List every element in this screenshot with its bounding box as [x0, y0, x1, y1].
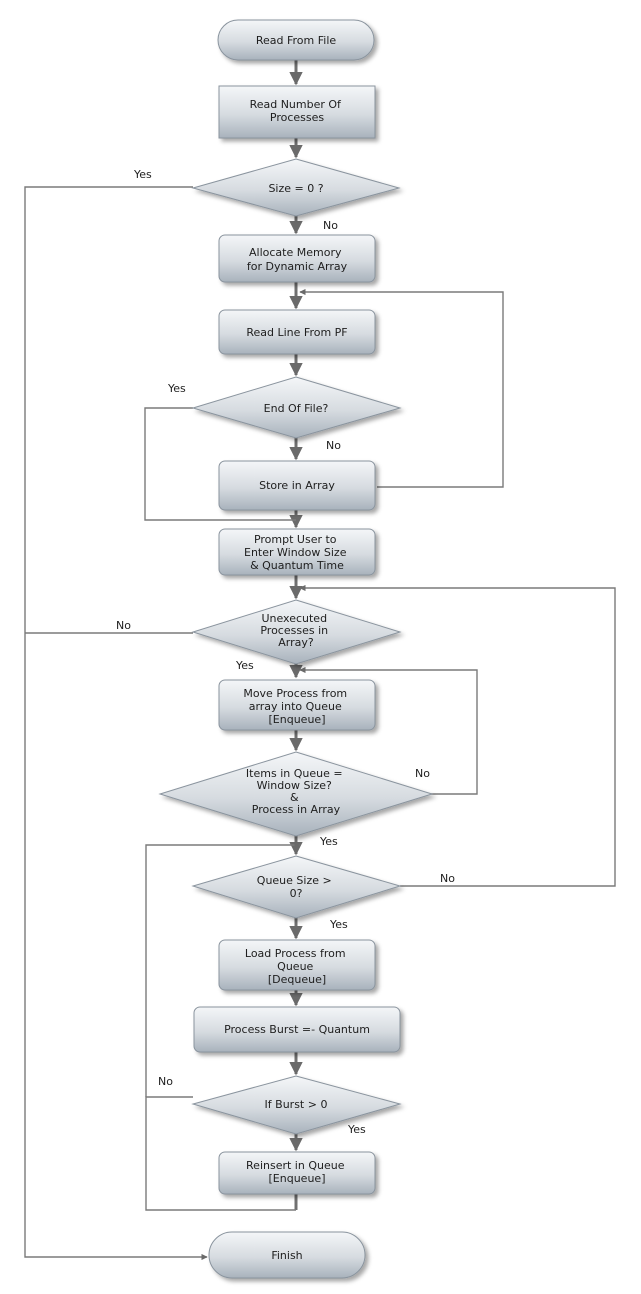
finish-terminal	[208, 1231, 366, 1279]
items-decision	[158, 751, 434, 837]
burst-no-label: No	[158, 1075, 173, 1088]
connectors	[24, 60, 616, 1261]
size-yes-label: Yes	[133, 168, 152, 181]
move-process	[218, 679, 376, 731]
size-decision	[191, 158, 401, 217]
burst-label: Process Burst =- Quantum	[224, 1023, 370, 1036]
prompt-process	[218, 528, 376, 576]
items-check-label: Items in Queue = Window Size? & Process …	[246, 767, 346, 816]
burst-process	[193, 1006, 401, 1053]
prompt-label: Prompt User to Enter Window Size & Quant…	[244, 533, 350, 572]
size-no-label: No	[323, 219, 338, 232]
store-label: Store in Array	[259, 479, 335, 492]
load-label: Load Process from Queue [Dequeue]	[245, 947, 349, 986]
read-line-process	[218, 309, 376, 355]
finish-label: Finish	[271, 1249, 302, 1262]
read-number-label: Read Number Of Processes	[250, 98, 345, 124]
edge-eof-yes	[144, 407, 296, 521]
allocate-process	[218, 234, 376, 283]
start-label: Read From File	[256, 34, 337, 47]
eof-decision	[191, 376, 402, 439]
unexec-yes-label: Yes	[235, 659, 254, 672]
store-process	[218, 460, 376, 511]
read-number-process	[218, 85, 376, 139]
move-label: Move Process from array into Queue [Enqu…	[243, 687, 350, 726]
queue-yes-label: Yes	[329, 918, 348, 931]
unexec-no-label: No	[116, 619, 131, 632]
size-check-label: Size = 0 ?	[268, 182, 323, 195]
burst-decision	[191, 1075, 402, 1135]
edge-store-loop	[299, 288, 504, 488]
edge-queue-no	[299, 584, 616, 887]
load-process	[218, 939, 376, 991]
eof-no-label: No	[326, 439, 341, 452]
reinsert-label: Reinsert in Queue [Enqueue]	[246, 1159, 348, 1185]
burst-yes-label: Yes	[347, 1123, 366, 1136]
queue-no-label: No	[440, 872, 455, 885]
read-line-label: Read Line From PF	[246, 326, 347, 339]
allocate-label: Allocate Memory for Dynamic Array	[247, 246, 348, 273]
start-terminal	[217, 19, 375, 61]
shapes	[158, 19, 434, 1279]
queue-size-decision	[191, 855, 402, 919]
edge-burst-no	[145, 1096, 296, 1211]
node-labels: Read From File Read Number Of Processes …	[224, 34, 370, 1262]
reinsert-process	[218, 1151, 376, 1195]
edge-labels: Yes No Yes No No Yes No Yes No Yes No Ye…	[116, 168, 455, 1136]
items-yes-label: Yes	[319, 835, 338, 848]
burst-check-label: If Burst > 0	[265, 1098, 328, 1111]
unexecuted-label: Unexecuted Processes in Array?	[260, 612, 331, 649]
queue-size-label: Queue Size > 0?	[257, 874, 335, 900]
edge-size-yes-finish	[24, 186, 208, 1261]
edge-loop-queue	[145, 841, 301, 1097]
edge-items-no	[299, 666, 478, 795]
items-no-label: No	[415, 767, 430, 780]
unexecuted-decision	[191, 599, 402, 665]
eof-check-label: End Of File?	[264, 402, 329, 415]
eof-yes-label: Yes	[167, 382, 186, 395]
